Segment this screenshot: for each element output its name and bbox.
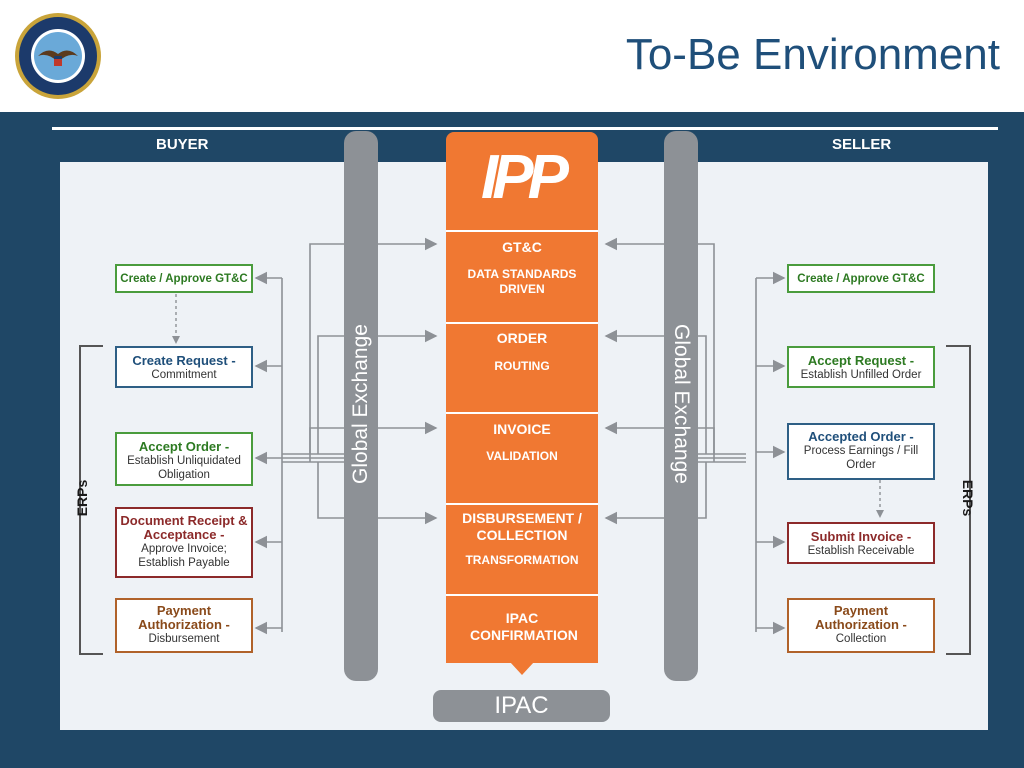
ipp-column: [446, 132, 598, 663]
seller-create-approve-gtc-box: Create / Approve GT&C: [787, 264, 935, 293]
buyer-header: BUYER: [156, 136, 209, 153]
seller-accepted-order-box: Accepted Order - Process Earnings / Fill…: [787, 423, 935, 480]
stage-invoice-sub: VALIDATION: [486, 449, 558, 463]
dod-seal-logo: [14, 12, 102, 100]
stage-divider: [446, 594, 598, 596]
buyer-payment-authorization-box: Payment Authorization - Disbursement: [115, 598, 253, 653]
global-exchange-pillar-left: [344, 131, 378, 681]
stage-gtc-title: GT&C: [502, 239, 542, 255]
seller-payment-authorization-box: Payment Authorization - Collection: [787, 598, 935, 653]
stage-gtc-sub: DATA STANDARDS DRIVEN: [467, 267, 577, 296]
buyer-create-approve-gtc-box: Create / Approve GT&C: [115, 264, 253, 293]
stage-disbursement-title: DISBURSEMENT / COLLECTION: [462, 510, 582, 543]
global-exchange-pillar-right: [664, 131, 698, 681]
down-triangle-icon: [510, 662, 534, 675]
stage-order-title: ORDER: [496, 330, 548, 346]
buyer-create-request-box: Create Request - Commitment: [115, 346, 253, 388]
seller-accept-request-box: Accept Request - Establish Unfilled Orde…: [787, 346, 935, 388]
stage-order-sub: ROUTING: [494, 359, 550, 373]
stage-divider: [446, 322, 598, 324]
erps-label-right: ERPs: [960, 479, 976, 517]
buyer-accept-order-box: Accept Order - Establish Unliquidated Ob…: [115, 432, 253, 486]
seller-header: SELLER: [832, 136, 892, 153]
stage-invoice-title: INVOICE: [493, 421, 551, 437]
seller-submit-invoice-box: Submit Invoice - Establish Receivable: [787, 522, 935, 564]
ipac-block: IPAC: [433, 690, 610, 722]
stage-divider: [446, 503, 598, 505]
stage-divider: [446, 230, 598, 232]
buyer-document-receipt-box: Document Receipt & Acceptance - Approve …: [115, 507, 253, 578]
stage-divider: [446, 412, 598, 414]
global-exchange-label-left: Global Exchange: [349, 324, 372, 484]
global-exchange-label-right: Global Exchange: [670, 324, 693, 484]
header-rule: [52, 127, 998, 130]
page-title: To-Be Environment: [625, 30, 1000, 79]
ipp-logo: IPP: [481, 143, 569, 212]
erps-label-left: ERPs: [74, 479, 90, 517]
stage-ipac-confirmation-title: IPAC CONFIRMATION: [470, 610, 578, 643]
stage-disbursement-sub: TRANSFORMATION: [465, 553, 579, 567]
